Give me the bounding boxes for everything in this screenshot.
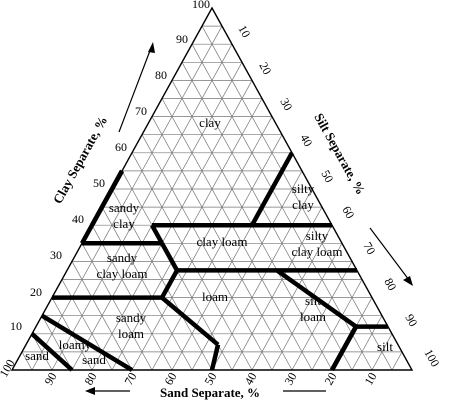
label-silty-clay-2: clay: [292, 197, 314, 212]
clay-tick-90: 90: [176, 32, 188, 46]
class-boundary: [40, 313, 134, 372]
label-silty-clay-loam-2: clay loam: [292, 244, 343, 259]
clay-axis-arrow: [118, 42, 155, 133]
clay-tick-100: 100: [192, 0, 210, 11]
grid-line-silt: [231, 206, 323, 371]
silt-tick-40: 40: [297, 132, 315, 149]
silt-tick-90: 90: [402, 312, 420, 329]
grid-line-silt: [71, 62, 243, 371]
clay-tick-60: 60: [115, 140, 127, 154]
silt-tick-100: 100: [421, 347, 442, 370]
class-boundary: [275, 268, 358, 329]
label-loamy-sand-2: sand: [82, 352, 106, 367]
clay-tick-40: 40: [72, 212, 84, 226]
grid-line-sand: [111, 188, 213, 371]
label-sandy-clay-1: sandy: [109, 200, 140, 215]
grid-line-sand: [141, 134, 273, 371]
grid-line-silt: [271, 243, 343, 371]
clay-tick-50: 50: [93, 176, 105, 190]
clay-axis-ticks: 10 20 30 40 50 60 70 80 90 100: [10, 0, 210, 333]
class-boundary: [30, 332, 74, 372]
label-clay: clay: [199, 115, 221, 130]
texture-class-labels: clay silty clay sandy clay clay loam sil…: [25, 115, 393, 367]
label-silty-clay-1: silty: [292, 181, 315, 196]
clay-tick-30: 30: [50, 248, 62, 262]
grid-line-silt: [111, 98, 263, 371]
silt-axis-arrow: [369, 227, 413, 286]
clay-tick-80: 80: [155, 68, 167, 82]
silt-tick-20: 20: [256, 60, 274, 77]
grid-line-silt: [211, 188, 313, 371]
class-boundary: [250, 151, 294, 227]
sand-tick-80: 80: [81, 370, 99, 387]
triangle-grid: [21, 25, 403, 371]
label-silt-loam-1: silt: [305, 293, 321, 308]
class-boundary: [150, 224, 164, 245]
grid-line-silt: [151, 134, 283, 371]
sand-axis-title: Sand Separate, %: [160, 385, 260, 400]
label-sandy-loam-2: loam: [118, 326, 144, 341]
sand-axis-arrow: [85, 387, 130, 395]
class-boundary: [160, 269, 179, 299]
label-sandy-clay-loam-2: clay loam: [97, 266, 148, 281]
class-boundary: [330, 325, 358, 372]
grid-line-silt: [291, 261, 353, 371]
grid-line-sand: [41, 315, 73, 371]
label-sandy-clay-2: clay: [113, 216, 135, 231]
label-sandy-loam-1: sandy: [116, 310, 147, 325]
label-sandy-clay-loam-1: sandy: [107, 250, 138, 265]
class-boundary: [160, 295, 220, 347]
silt-tick-30: 30: [277, 96, 295, 113]
texture-class-boundaries: [30, 151, 388, 372]
grid-line-sand: [161, 98, 313, 371]
silt-axis-title: Silt Separate, %: [311, 111, 368, 198]
class-boundary: [80, 169, 124, 245]
label-silt-loam-2: loam: [300, 309, 326, 324]
silt-tick-50: 50: [318, 168, 336, 185]
label-loamy-sand-1: loamy: [59, 337, 92, 352]
sand-tick-30: 30: [281, 370, 299, 387]
clay-tick-20: 20: [30, 285, 42, 299]
sand-tick-100: 100: [0, 357, 18, 380]
grid-line-silt: [371, 333, 393, 371]
label-silt: silt: [377, 339, 393, 354]
grid-line-sand: [101, 206, 193, 371]
clay-tick-70: 70: [135, 104, 147, 118]
silt-tick-60: 60: [339, 204, 357, 221]
silt-tick-70: 70: [360, 240, 378, 257]
sand-tick-10: 10: [361, 370, 379, 387]
grid-line-sand: [21, 351, 33, 371]
grid-line-sand: [201, 25, 393, 371]
clay-axis-title: Clay Separate, %: [50, 113, 111, 206]
clay-tick-10: 10: [10, 319, 22, 333]
label-clay-loam: clay loam: [197, 234, 248, 249]
sand-tick-70: 70: [121, 370, 139, 387]
grid-line-sand: [181, 62, 353, 371]
grid-line-sand: [81, 243, 153, 371]
silt-tick-80: 80: [381, 276, 399, 293]
class-boundary: [209, 344, 221, 371]
grid-line-sand: [71, 261, 133, 371]
label-sand: sand: [25, 348, 49, 363]
grid-line-silt: [251, 225, 333, 371]
label-silty-clay-loam-1: silty: [306, 228, 329, 243]
grid-line-silt: [31, 25, 223, 371]
grid-line-silt: [311, 279, 363, 371]
sand-tick-20: 20: [321, 370, 339, 387]
class-boundary: [160, 242, 179, 272]
silt-tick-10: 10: [235, 23, 253, 40]
sand-tick-90: 90: [41, 370, 59, 387]
grid-line-silt: [391, 351, 403, 371]
label-loam: loam: [202, 289, 228, 304]
